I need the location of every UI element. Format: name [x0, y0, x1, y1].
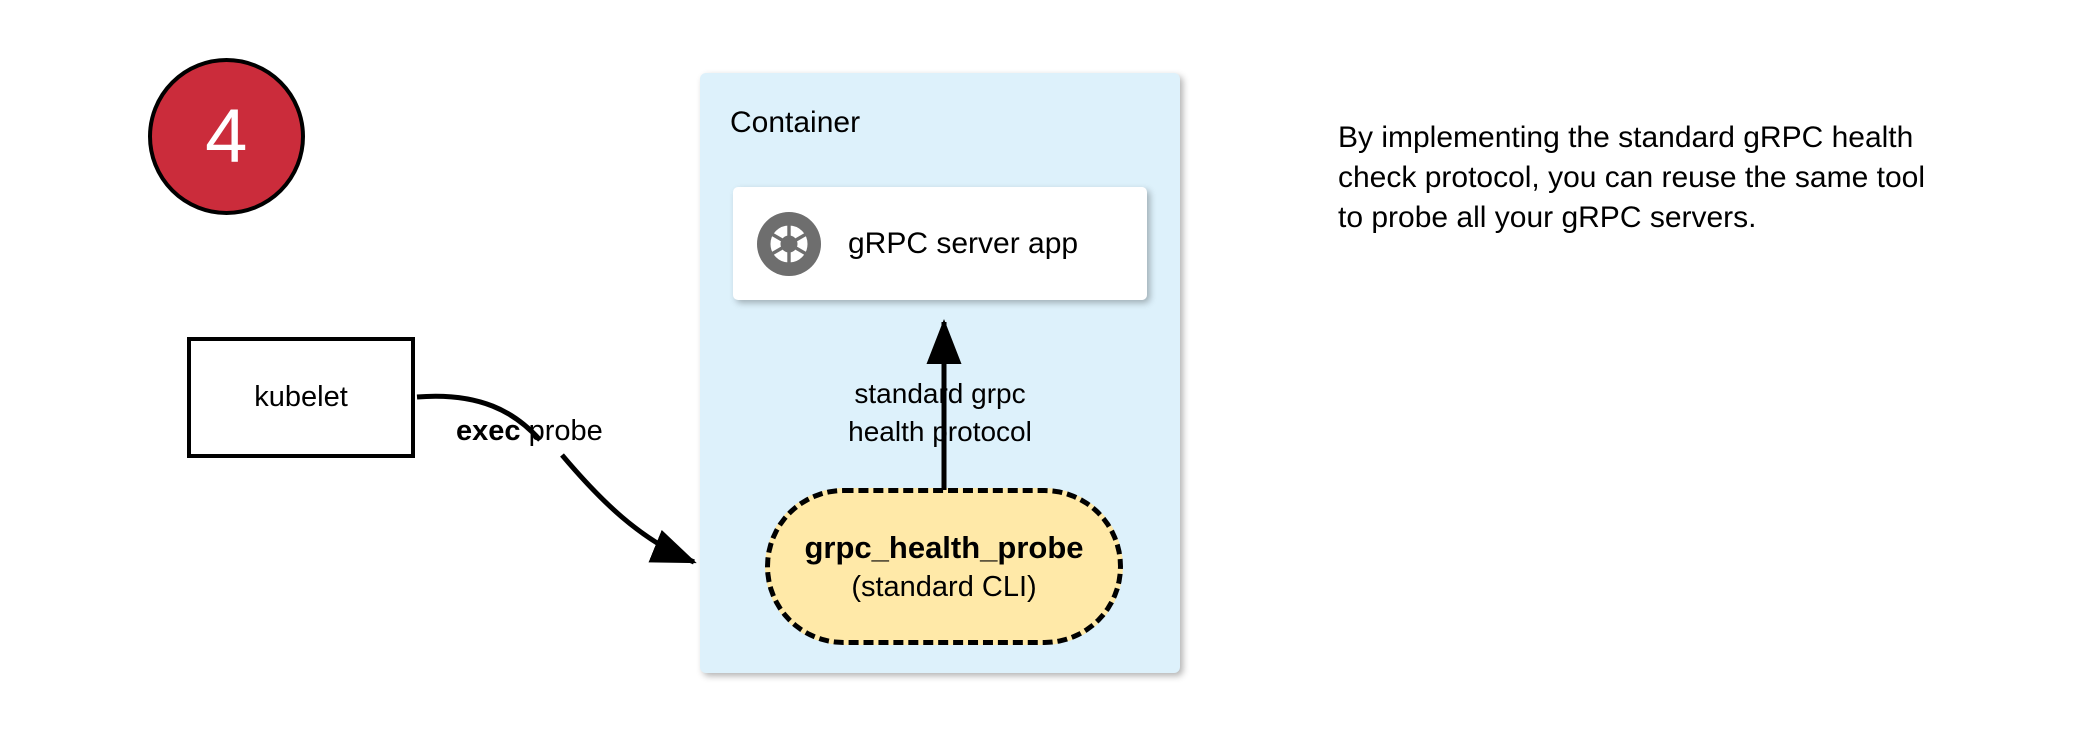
step-number-label: 4: [205, 93, 248, 179]
grpc-aperture-icon: [757, 211, 821, 276]
step-number-badge: 4: [148, 58, 305, 215]
exec-probe-edge-label: exec probe: [456, 415, 603, 448]
protocol-edge-label-line2: health protocol: [848, 416, 1032, 447]
protocol-edge-label-line1: standard grpc: [854, 378, 1026, 409]
kubelet-label: kubelet: [254, 381, 348, 413]
exec-probe-suffix: probe: [520, 415, 603, 447]
grpc-health-probe-box: grpc_health_probe (standard CLI): [765, 488, 1123, 645]
kubelet-node-box: kubelet: [187, 337, 415, 458]
container-title: Container: [730, 106, 861, 139]
protocol-edge-label: standard grpc health protocol: [800, 375, 1080, 451]
explanatory-note: By implementing the standard gRPC health…: [1338, 121, 1925, 234]
grpc-server-app-card: gRPC server app: [733, 187, 1147, 300]
grpc-health-probe-subtitle: (standard CLI): [851, 570, 1037, 603]
grpc-server-app-label: gRPC server app: [848, 226, 1079, 260]
grpc-health-probe-name: grpc_health_probe: [804, 529, 1084, 565]
exec-probe-keyword: exec: [456, 415, 521, 447]
kubelet-to-health-probe-arrow-tail: [560, 453, 697, 565]
